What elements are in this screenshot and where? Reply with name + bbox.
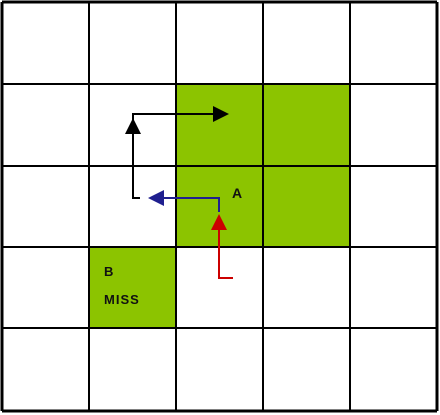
- highlight-cell: [176, 84, 263, 166]
- black-path-arrow-up: [125, 118, 141, 199]
- black-path-arrow-right: [132, 106, 229, 125]
- highlighted-cells: [89, 84, 350, 328]
- cell-label-miss: MISS: [104, 292, 140, 307]
- blue-path-arrow: [148, 190, 220, 212]
- highlight-cell: [263, 166, 350, 247]
- cell-label-a: A: [232, 185, 242, 201]
- red-path-arrow: [211, 214, 233, 279]
- highlight-cell: [89, 247, 176, 328]
- highlight-cell: [263, 84, 350, 166]
- cell-label-b: B: [104, 264, 113, 279]
